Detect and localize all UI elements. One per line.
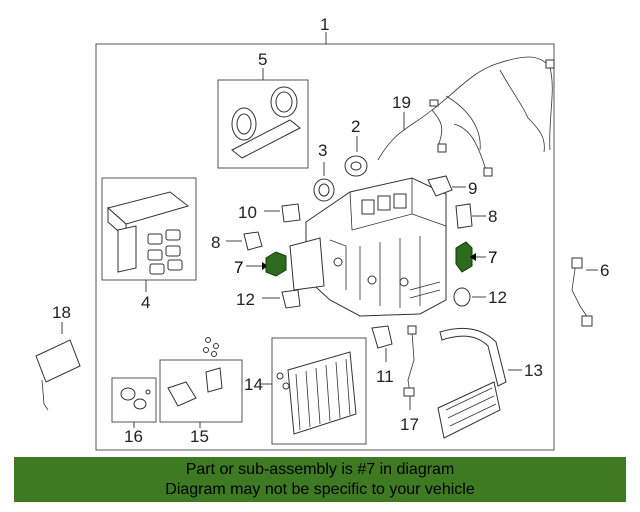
part-8-right	[455, 203, 473, 229]
part-11	[371, 325, 393, 349]
hvac-housing	[289, 177, 447, 317]
callout-7-left: 7	[234, 258, 243, 277]
part-14-box	[271, 337, 367, 445]
assembly-frame	[95, 43, 555, 451]
part-7-left-arrowhead	[262, 262, 268, 270]
callout-9: 9	[468, 179, 477, 198]
parts-diagram: 1 5 4 3 2 19	[35, 15, 609, 451]
callout-11: 11	[376, 367, 394, 386]
part-15-box	[159, 359, 243, 423]
part-12-left	[281, 289, 301, 309]
part-17-sensor	[403, 325, 417, 397]
part-14-evaporator	[276, 351, 357, 435]
callout-8-left: 8	[211, 233, 220, 252]
callout-14: 14	[244, 375, 263, 394]
part-4-box	[101, 177, 197, 281]
part-7-right-arrowhead	[470, 253, 476, 261]
callout-12-left: 12	[236, 290, 255, 309]
part-10	[281, 203, 301, 223]
part-15-expansion-valve	[167, 337, 223, 407]
callout-4: 4	[141, 293, 150, 312]
part-16-fitting	[120, 387, 151, 410]
callout-8-right: 8	[488, 207, 497, 226]
callout-15: 15	[190, 427, 209, 446]
part-12-right	[453, 287, 471, 307]
callout-5: 5	[258, 50, 267, 69]
part-19-wiring-harness	[377, 56, 555, 177]
callout-16: 16	[124, 427, 143, 446]
part-16-box	[111, 377, 157, 423]
callout-7-right: 7	[488, 248, 497, 267]
part-7-right-highlight	[455, 241, 473, 273]
callout-1: 1	[320, 15, 329, 34]
info-banner: Part or sub-assembly is #7 in diagram Di…	[14, 457, 626, 502]
part-9	[427, 175, 453, 197]
part-5-gaskets	[231, 86, 301, 159]
part-8-left	[243, 231, 263, 251]
callout-12-right: 12	[488, 288, 507, 307]
part-4-filter-housing	[106, 191, 190, 275]
callout-18: 18	[52, 303, 71, 322]
banner-line-2: Diagram may not be specific to your vehi…	[165, 481, 475, 498]
callout-13: 13	[524, 361, 543, 380]
part-2-seal	[344, 155, 368, 177]
callout-6: 6	[600, 261, 609, 280]
part-18-module	[35, 339, 81, 411]
callout-17: 17	[400, 415, 419, 434]
callout-19: 19	[392, 93, 411, 112]
part-6-sensor	[571, 257, 593, 327]
part-7-left-highlight	[265, 251, 287, 277]
part-3-seal	[313, 178, 335, 202]
callout-10: 10	[238, 203, 257, 222]
part-13-heater-core	[437, 327, 507, 439]
banner-line-1: Part or sub-assembly is #7 in diagram	[185, 461, 455, 478]
callout-3: 3	[318, 141, 327, 160]
callout-2: 2	[351, 117, 360, 136]
